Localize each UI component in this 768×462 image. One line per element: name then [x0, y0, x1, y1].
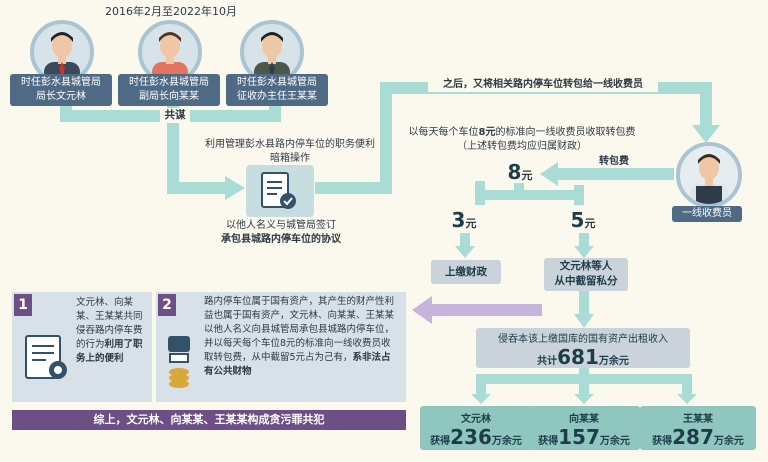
fee-arrow-label: 转包费: [599, 156, 629, 167]
contract-document-icon: [246, 165, 314, 217]
gain-box-xiang: 向某某 获得157万余元: [528, 406, 640, 450]
conspire-label: 共谋: [160, 108, 190, 123]
collector-avatar: [676, 142, 742, 208]
person-icon: [254, 32, 290, 80]
official-avatar-1: [30, 20, 94, 84]
official-label-2: 时任彭水县城管局副局长向某某: [118, 74, 220, 106]
reason-panel-1: 1 文元林、向某某、王某某共同侵吞路内停车费的行为利用了职务上的便利: [12, 292, 152, 402]
reason-number-1: 1: [14, 294, 32, 316]
conclusion-bar: 综上，文元林、向某某、王某某构成贪污罪共犯: [12, 410, 406, 430]
collector-label: 一线收费员: [672, 206, 742, 222]
certificate-document-icon: [25, 335, 67, 379]
official-label-3: 时任彭水县城管局征收办主任王某某: [226, 74, 328, 106]
money-hand-icon: [168, 336, 190, 388]
embezzled-total-box: 侵吞本该上缴国库的国有资产出租收入 共计681万余元: [476, 328, 690, 369]
reason-2-text: 路内停车位属于国有资产，其产生的财产性利益也属于国有资产，文元林、向某某、王某某…: [204, 296, 395, 363]
fee-note: 以每天每个车位8元的标准向一线收费员收取转包费 （上述转包费均应归属财政）: [408, 127, 636, 152]
date-range: 2016年2月至2022年10月: [105, 5, 237, 18]
transfer-note: 之后，又将相关路内停车位转包给一线收费员: [428, 77, 658, 92]
official-label-1: 时任彭水县城管局局长文元林: [10, 74, 112, 106]
gain-box-wang: 王某某 获得287万余元: [640, 406, 756, 450]
reason-2-bold: 系非法占有公共财物: [204, 352, 391, 377]
person-icon: [44, 32, 80, 80]
reason-panel-2: 2 路内停车位属于国有资产，其产生的财产性利益也属于国有资产，文元林、向某某、王…: [156, 292, 406, 402]
kept-amount: 5元: [570, 208, 596, 232]
person-icon: [152, 32, 188, 80]
reason-number-2: 2: [158, 294, 176, 316]
person-icon: [690, 154, 728, 204]
to-finance-amount: 3元: [451, 208, 477, 232]
abuse-text: 利用管理彭水县路内停车位的职务便利暗箱操作: [205, 139, 375, 164]
total-fee: 8元: [507, 160, 533, 184]
contract-text: 以他人名义与城管局签订 承包县城路内停车位的协议: [221, 220, 341, 245]
kept-box: 文元林等人从中截留私分: [544, 258, 628, 291]
finance-box: 上缴财政: [431, 260, 501, 284]
reason-1-bold: 利用了职务上的便利: [76, 339, 143, 364]
gain-box-wen: 文元林 获得236万余元: [420, 406, 532, 450]
reason-1-text: 文元林、向某某、王某某共同侵吞路内停车费的行为: [76, 297, 143, 350]
